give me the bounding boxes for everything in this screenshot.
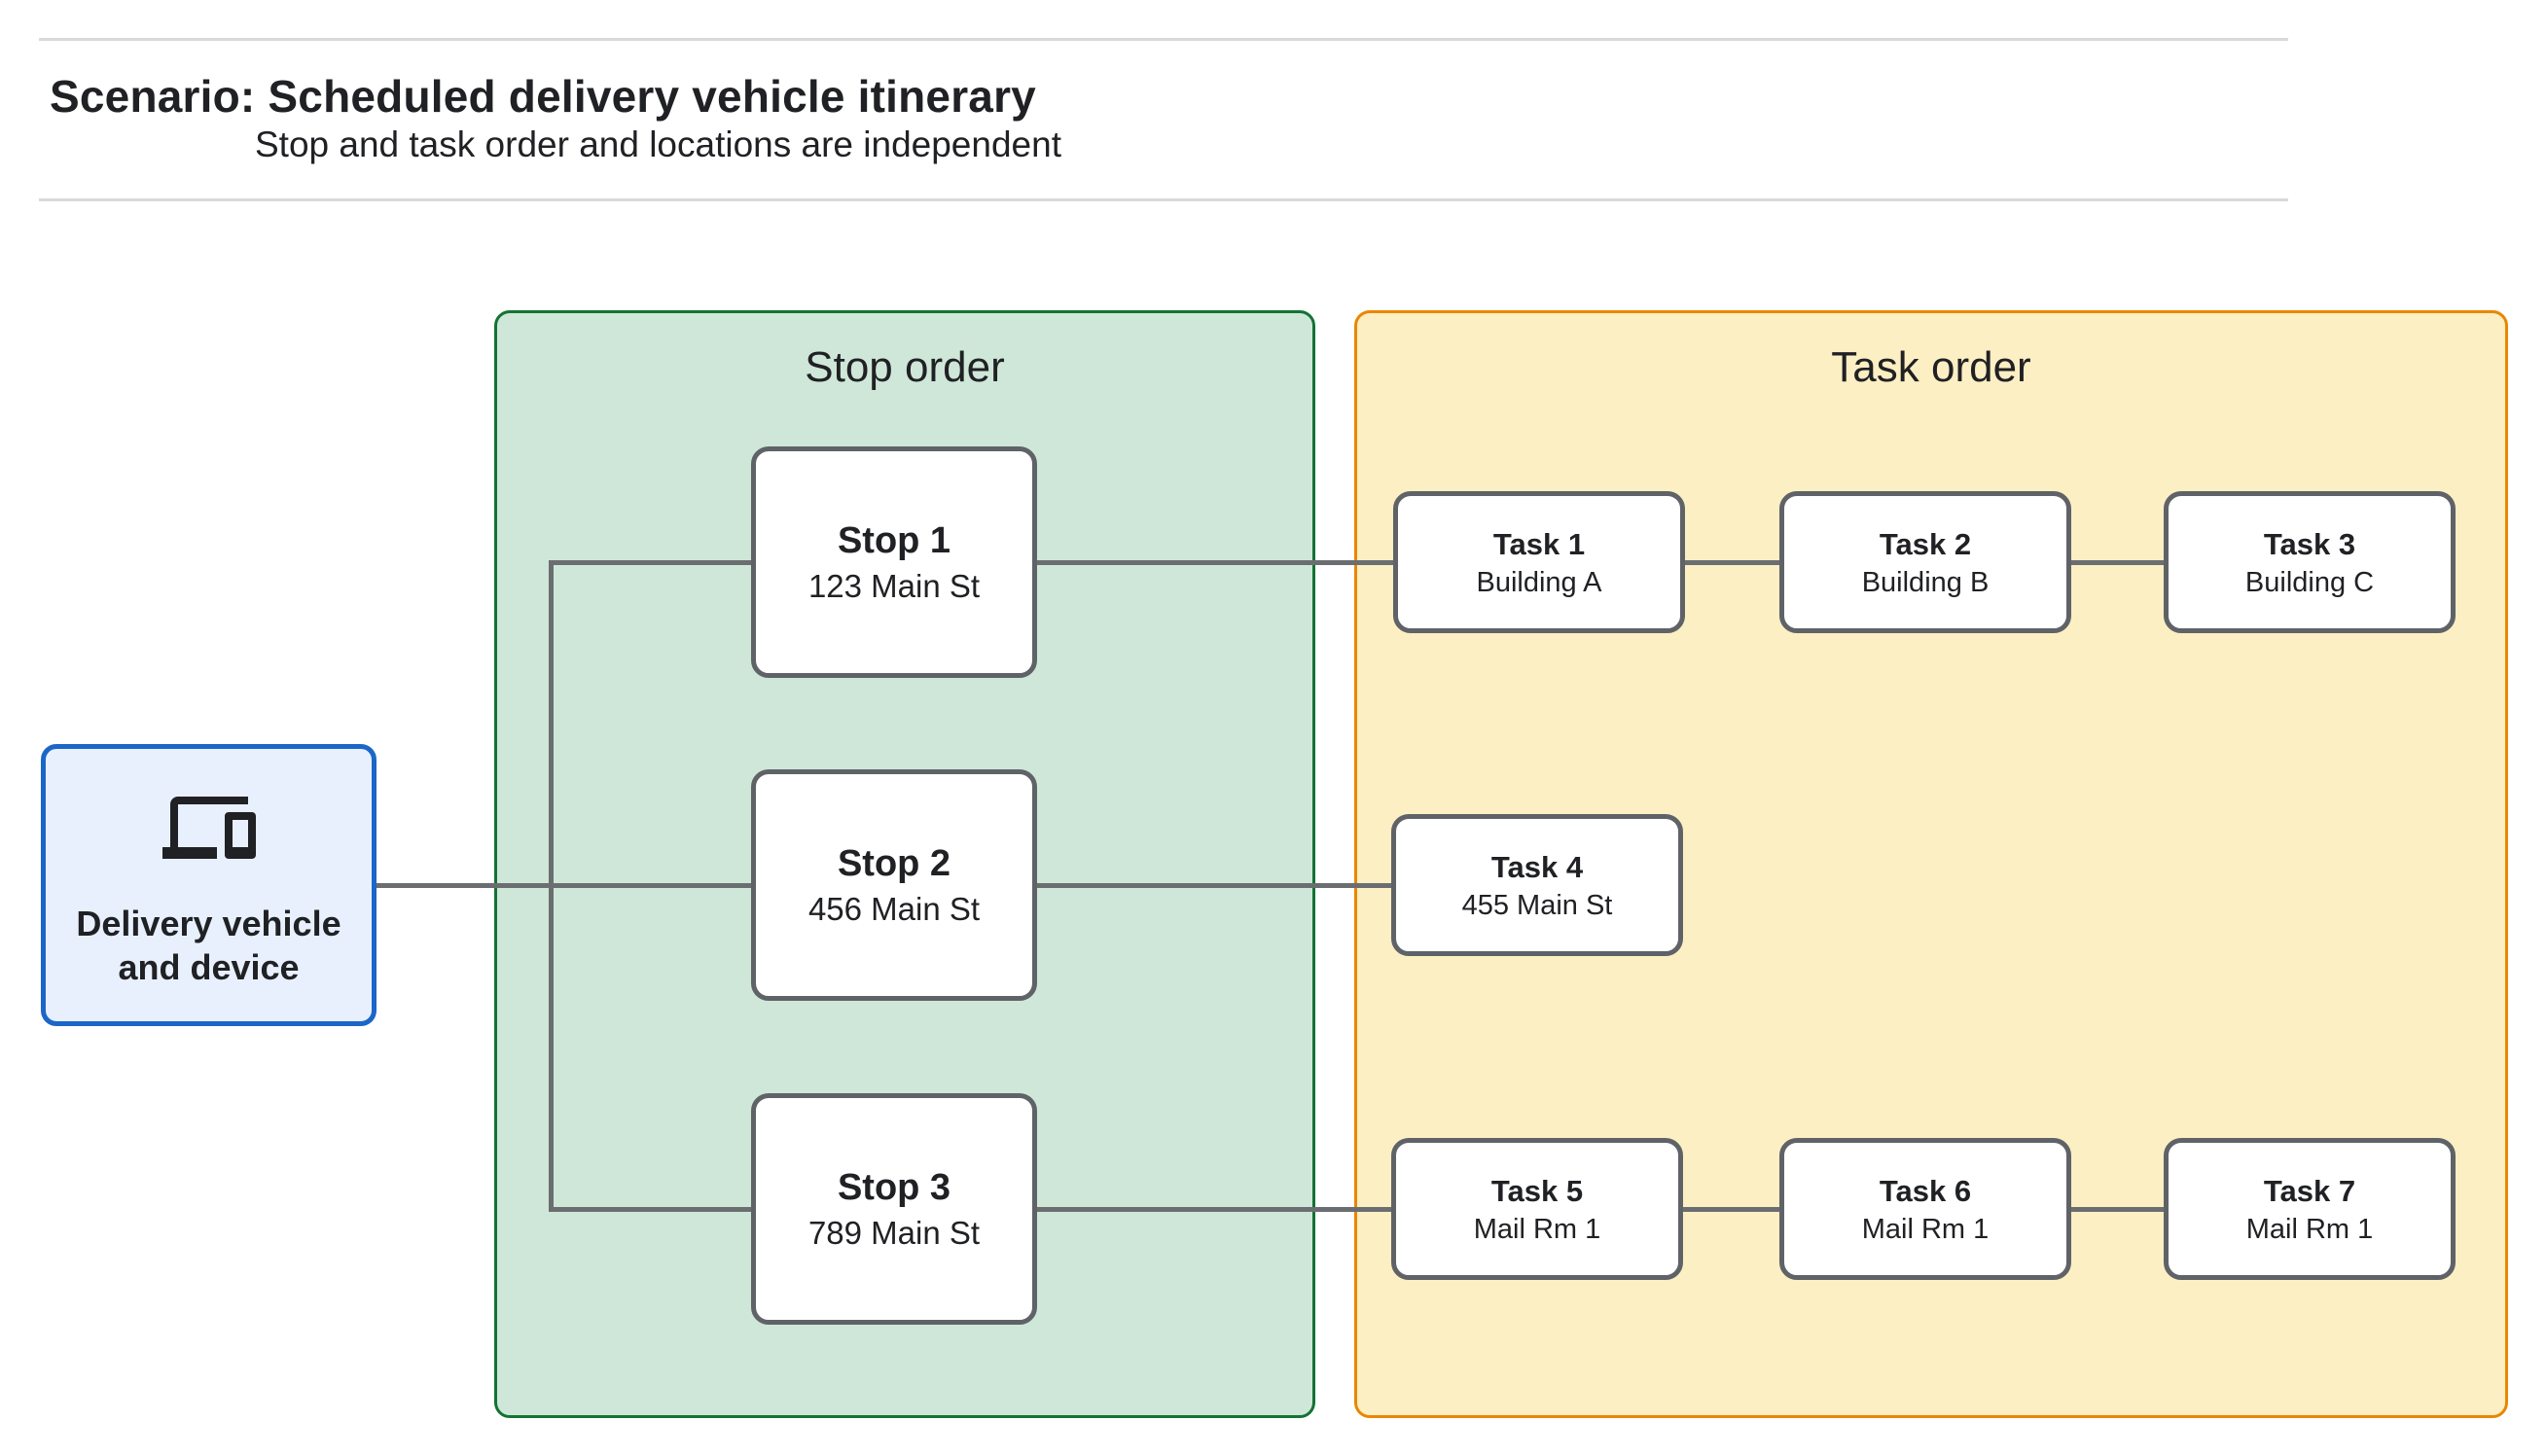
task-1-title: Task 1 — [1492, 526, 1586, 561]
delivery-vehicle-node: Delivery vehicle and device — [41, 744, 377, 1026]
task-6-node: Task 6 Mail Rm 1 — [1779, 1138, 2071, 1280]
task-1-location: Building A — [1476, 566, 1602, 598]
task-1-node: Task 1 Building A — [1393, 491, 1685, 633]
stop-1-title: Stop 1 — [837, 520, 951, 561]
connector-stop3-to-task5 — [1037, 1207, 1391, 1212]
connector-trunk-to-stop3 — [549, 1207, 751, 1212]
stop-3-title: Stop 3 — [837, 1167, 951, 1208]
stop-2-title: Stop 2 — [837, 843, 951, 884]
task-3-title: Task 3 — [2263, 526, 2356, 561]
task-2-location: Building B — [1861, 566, 1990, 598]
divider-bottom — [39, 198, 2288, 201]
delivery-vehicle-label-line2: and device — [118, 947, 300, 987]
page-title: Scenario: Scheduled delivery vehicle iti… — [50, 71, 1036, 122]
stop-3-address: 789 Main St — [807, 1215, 981, 1251]
connector-stop1-to-task1 — [1037, 560, 1393, 565]
task-4-location: 455 Main St — [1461, 889, 1613, 921]
stop-2-address: 456 Main St — [807, 891, 981, 927]
task-7-location: Mail Rm 1 — [2245, 1213, 2374, 1245]
connector-task5-to-task6 — [1683, 1207, 1779, 1212]
task-5-node: Task 5 Mail Rm 1 — [1391, 1138, 1683, 1280]
stop-3-node: Stop 3 789 Main St — [751, 1093, 1037, 1325]
connector-task2-to-task3 — [2071, 560, 2164, 565]
task-2-title: Task 2 — [1879, 526, 1972, 561]
task-6-location: Mail Rm 1 — [1861, 1213, 1990, 1245]
connector-task1-to-task2 — [1685, 560, 1779, 565]
stop-1-node: Stop 1 123 Main St — [751, 446, 1037, 678]
task-4-node: Task 4 455 Main St — [1391, 814, 1683, 956]
connector-task6-to-task7 — [2071, 1207, 2164, 1212]
connector-trunk — [549, 560, 554, 1212]
connector-vehicle-to-stop2 — [377, 883, 751, 888]
divider-top — [39, 38, 2288, 41]
task-5-title: Task 5 — [1490, 1173, 1584, 1208]
stop-2-node: Stop 2 456 Main St — [751, 769, 1037, 1001]
stop-order-panel-title: Stop order — [805, 343, 1005, 391]
task-3-location: Building C — [2244, 566, 2375, 598]
delivery-vehicle-label: Delivery vehicle and device — [76, 902, 341, 989]
task-6-title: Task 6 — [1879, 1173, 1972, 1208]
delivery-vehicle-label-line1: Delivery vehicle — [76, 904, 341, 943]
task-7-node: Task 7 Mail Rm 1 — [2164, 1138, 2456, 1280]
stop-1-address: 123 Main St — [807, 568, 981, 604]
task-3-node: Task 3 Building C — [2164, 491, 2456, 633]
page-subtitle: Stop and task order and locations are in… — [255, 124, 1061, 164]
connector-stop2-to-task4 — [1037, 883, 1391, 888]
devices-icon — [161, 797, 256, 859]
task-order-panel-title: Task order — [1831, 343, 2031, 391]
task-7-title: Task 7 — [2263, 1173, 2356, 1208]
task-4-title: Task 4 — [1490, 849, 1584, 884]
task-5-location: Mail Rm 1 — [1473, 1213, 1601, 1245]
task-2-node: Task 2 Building B — [1779, 491, 2071, 633]
connector-trunk-to-stop1 — [549, 560, 751, 565]
